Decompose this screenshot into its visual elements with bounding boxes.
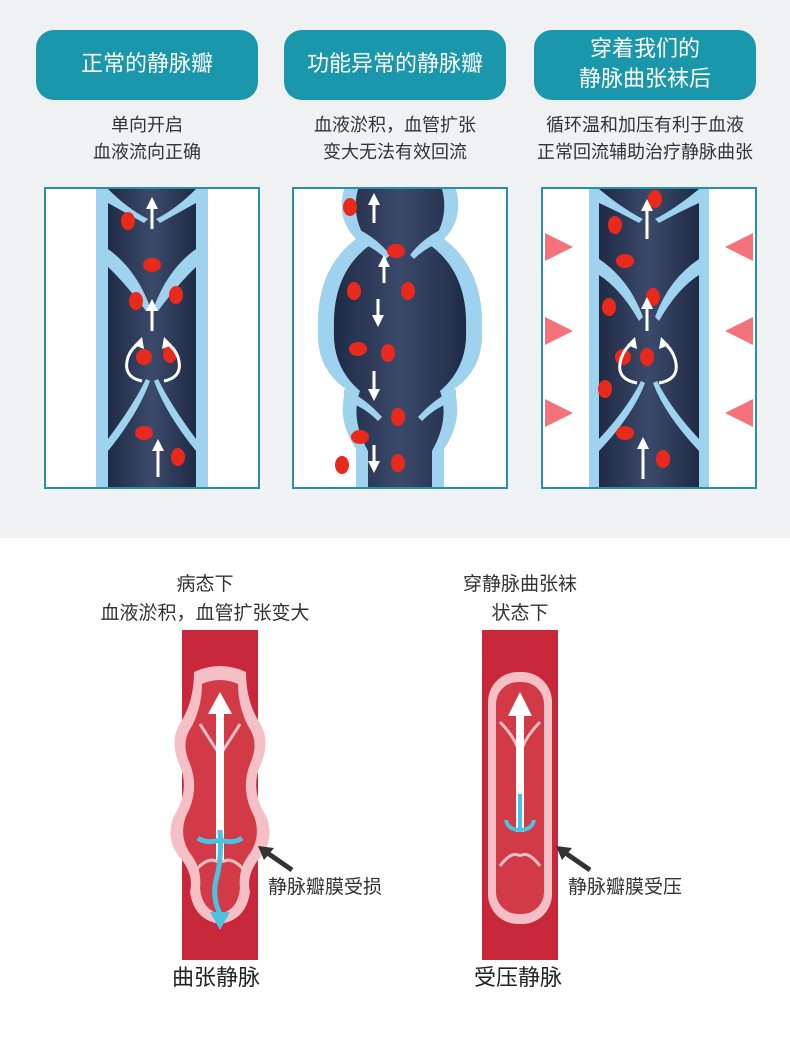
desc-line: 循环温和加压有利于血液 — [546, 115, 744, 136]
valve-leaflet — [655, 259, 699, 321]
down-arrow-icon — [368, 299, 384, 473]
valve-leaflet — [221, 858, 246, 871]
valve-leaflet — [519, 852, 542, 867]
reflux-flow-icon — [196, 829, 244, 916]
title-line: 功能异常的静脉瓣 — [306, 52, 483, 77]
valve-leaflet — [156, 189, 196, 223]
compressed-vein-illustration — [482, 630, 558, 960]
curved-arrow-icon — [618, 341, 678, 385]
vein-lumen — [108, 189, 196, 487]
vein-lumen — [333, 189, 467, 487]
varicose-vein-name: 曲张静脉 — [172, 966, 261, 991]
valve-leaflet — [356, 229, 390, 259]
normal-valve-title: 正常的静脉瓣 — [36, 30, 258, 100]
compressed-vein-name: 受压静脉 — [474, 966, 563, 991]
pointer-arrow-icon — [556, 846, 592, 873]
blood-cells — [121, 212, 185, 466]
blood-cells — [335, 198, 415, 474]
valve-leaflet — [655, 189, 699, 223]
compressed-caption: 穿静脉曲张袜 状态下 — [410, 570, 630, 628]
stocking-valve-title: 穿着我们的 静脉曲张袜后 — [534, 30, 756, 100]
title-line: 静脉曲张袜后 — [578, 67, 711, 92]
vein-state-section: 病态下 血液淤积，血管扩张变大 穿静脉曲张袜 状态下 — [0, 538, 790, 1042]
blood-cells — [598, 190, 670, 468]
up-arrow-icon — [146, 197, 164, 477]
valve-leaflet — [418, 389, 456, 421]
up-arrow-icon — [637, 199, 653, 479]
normal-valve-column: 正常的静脉瓣 单向开启 血液流向正确 — [36, 30, 258, 166]
flow-icon — [504, 794, 536, 832]
abnormal-valve-description: 血液淤积，血管扩张 变大无法有效回流 — [284, 112, 506, 166]
valve-leaflet — [344, 389, 382, 421]
valve-leaflet — [599, 259, 643, 321]
stocking-valve-column: 穿着我们的 静脉曲张袜后 循环温和加压有利于血液 正常回流辅助治疗静脉曲张 — [534, 30, 756, 166]
valve-leaflet — [498, 852, 521, 867]
vein-lumen — [599, 189, 699, 487]
valve-leaflet — [108, 379, 150, 451]
curved-arrow-icon — [125, 341, 181, 383]
varicose-vein-illustration — [170, 630, 270, 960]
normal-valve-description: 单向开启 血液流向正确 — [36, 112, 258, 166]
down-arrow-icon — [210, 912, 230, 930]
valve-leaflet — [194, 858, 219, 871]
caption-line: 状态下 — [491, 602, 549, 624]
valve-leaflet — [108, 189, 148, 223]
desc-line: 血液流向正确 — [93, 142, 201, 163]
valve-leaflet — [599, 189, 643, 223]
valve-comparison-section: 正常的静脉瓣 单向开启 血液流向正确 功能异常的静脉瓣 血液淤积，血管扩张 变大… — [0, 0, 790, 538]
caption-line: 穿静脉曲张袜 — [462, 573, 577, 595]
desc-line: 单向开启 — [111, 115, 183, 136]
caption-line: 血液淤积，血管扩张变大 — [100, 602, 310, 624]
caption-line: 病态下 — [176, 573, 234, 595]
abnormal-valve-illustration — [292, 187, 508, 489]
valve-leaflet — [653, 381, 699, 451]
abnormal-valve-column: 功能异常的静脉瓣 血液淤积，血管扩张 变大无法有效回流 — [284, 30, 506, 166]
desc-line: 正常回流辅助治疗静脉曲张 — [537, 142, 753, 163]
damaged-valve-label: 静脉瓣膜受损 — [268, 876, 383, 898]
compressed-valve-label: 静脉瓣膜受压 — [568, 876, 683, 898]
valve-leaflet — [154, 379, 196, 451]
up-arrow-icon — [208, 692, 232, 860]
stocking-valve-description: 循环温和加压有利于血液 正常回流辅助治疗静脉曲张 — [534, 112, 756, 166]
valve-leaflet — [599, 381, 645, 451]
abnormal-valve-title: 功能异常的静脉瓣 — [284, 30, 506, 100]
up-arrow-icon — [368, 193, 390, 283]
curved-arrow-icon — [134, 337, 172, 349]
valve-leaflet — [410, 229, 444, 259]
pressure-triangle-icon — [545, 233, 753, 427]
up-arrow-icon — [508, 692, 532, 832]
title-line: 穿着我们的 — [589, 37, 700, 62]
desc-line: 血液淤积，血管扩张 — [314, 115, 476, 136]
valve-leaflet — [154, 249, 196, 311]
title-line: 正常的静脉瓣 — [80, 52, 213, 77]
varicose-caption: 病态下 血液淤积，血管扩张变大 — [70, 570, 340, 628]
desc-line: 变大无法有效回流 — [323, 142, 467, 163]
curved-arrow-icon — [627, 337, 669, 349]
normal-valve-illustration — [44, 187, 260, 489]
stocking-valve-illustration — [541, 187, 757, 489]
pointer-arrow-icon — [258, 846, 294, 873]
